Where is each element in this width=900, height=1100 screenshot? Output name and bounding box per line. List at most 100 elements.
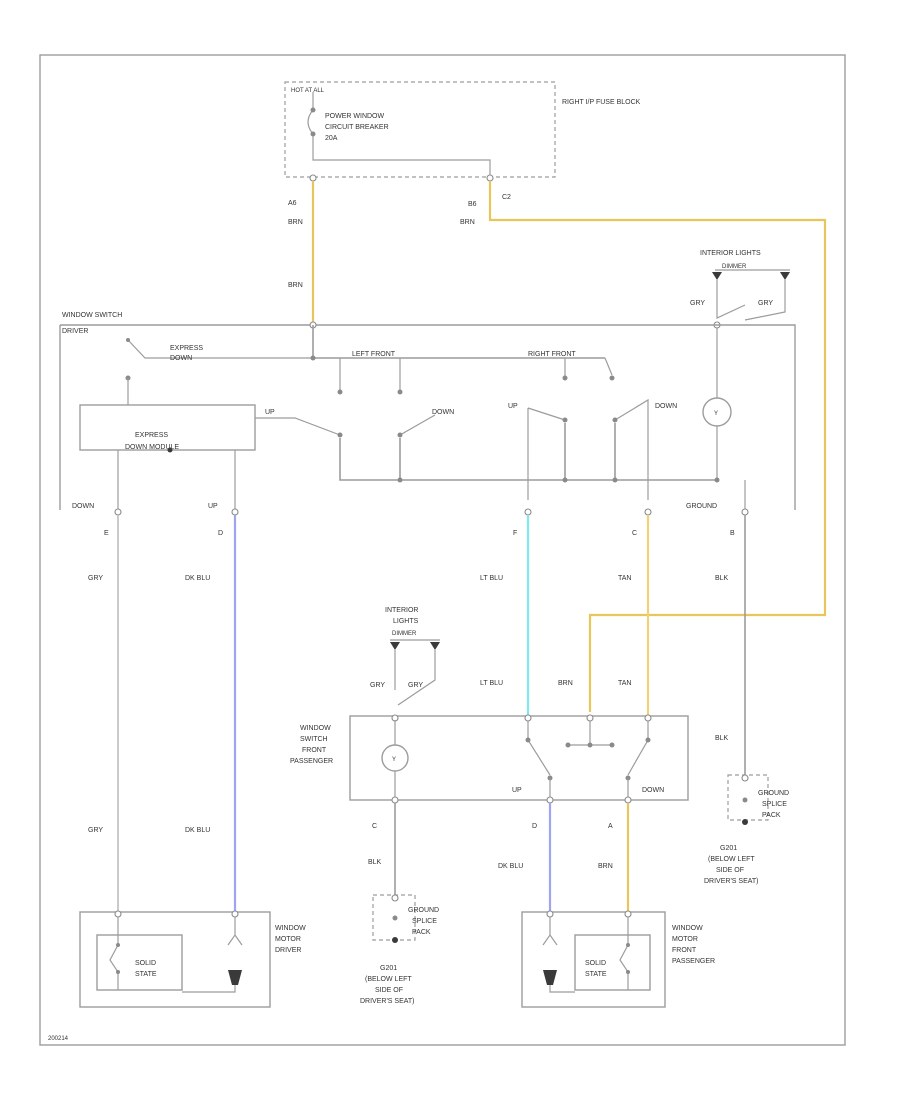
ground-splice-2: SPLICE (412, 918, 437, 925)
lt-blu-label-2: LT BLU (480, 680, 503, 687)
up-label-1: UP (265, 409, 275, 416)
g201-b3: SIDE OF (716, 867, 744, 874)
solid-state-driver (96, 934, 183, 991)
brn-label-1: BRN (288, 219, 303, 226)
pin-b: B (730, 530, 735, 537)
outer-frame (39, 54, 846, 1046)
express-module-label-1: EXPRESS (135, 432, 168, 439)
lt-blu-label-1: LT BLU (480, 575, 503, 582)
g201-b2: (BELOW LEFT (708, 856, 755, 863)
gry-label-a: GRY (690, 300, 705, 307)
gry-label-b: GRY (758, 300, 773, 307)
pass-switch-4: PASSENGER (290, 758, 333, 765)
down-e-label: DOWN (72, 503, 94, 510)
motor-driver-3: DRIVER (275, 947, 301, 954)
g201-a: G201 (380, 965, 397, 972)
ground-splice-pack-right (727, 774, 769, 821)
fuse-block-label: RIGHT I/P FUSE BLOCK (562, 99, 641, 106)
ground-b-label: GROUND (686, 503, 717, 510)
ground-splice-1: GROUND (408, 907, 439, 914)
g201-b: G201 (720, 845, 737, 852)
pass-switch-2: SWITCH (300, 736, 328, 743)
pin-c-low: C (372, 823, 377, 830)
ground-splice-b3: PACK (762, 812, 781, 819)
gry-label-2: GRY (88, 827, 103, 834)
circuit-breaker-symbol (307, 92, 314, 150)
dk-blu-label-1: DK BLU (185, 575, 210, 582)
window-motor-passenger (521, 911, 666, 1008)
g201-b4: DRIVER'S SEAT) (704, 878, 759, 885)
down-label-1: DOWN (432, 409, 454, 416)
pin-c: C (632, 530, 637, 537)
pin-d-low: D (532, 823, 537, 830)
interior-lights-mid-1: INTERIOR (385, 607, 418, 614)
motor-pass-3: FRONT (672, 947, 697, 954)
solid-state-2: STATE (135, 971, 157, 978)
dk-blu-label-3: DK BLU (498, 863, 523, 870)
pass-switch-3: FRONT (302, 747, 327, 754)
ground-splice-b1: GROUND (758, 790, 789, 797)
up-label-2: UP (508, 403, 518, 410)
window-motor-driver (79, 911, 271, 1008)
tan-label-2: TAN (618, 680, 631, 687)
brn-wire-b6 (488, 181, 827, 712)
interior-lights-top-label: INTERIOR LIGHTS (700, 250, 761, 257)
up-label-3: UP (512, 787, 522, 794)
pin-c2: C2 (502, 194, 511, 201)
motor-driver-1: WINDOW (275, 925, 306, 932)
breaker-label-2: CIRCUIT BREAKER (325, 124, 389, 131)
dk-blu-label-2: DK BLU (185, 827, 210, 834)
interior-lights-mid-2: LIGHTS (393, 618, 419, 625)
pin-d: D (218, 530, 223, 537)
brn-label-3: BRN (460, 219, 475, 226)
g201-a4: DRIVER'S SEAT) (360, 998, 415, 1005)
brn-label-4: BRN (558, 680, 573, 687)
svg-text:Y: Y (714, 411, 718, 417)
down-label-2: DOWN (655, 403, 677, 410)
ground-splice-b2: SPLICE (762, 801, 787, 808)
breaker-label-1: POWER WINDOW (325, 113, 384, 120)
gry-label-1: GRY (88, 575, 103, 582)
pin-e: E (104, 530, 109, 537)
g201-a2: (BELOW LEFT (365, 976, 412, 983)
blk-label-1: BLK (715, 575, 729, 582)
pass-switch-1: WINDOW (300, 725, 331, 732)
express-down-label-1: EXPRESS (170, 345, 203, 352)
express-down-label-2: DOWN (170, 355, 192, 362)
switch-driver-label-2: DRIVER (62, 328, 88, 335)
svg-text:Y: Y (392, 757, 396, 763)
left-front-label: LEFT FRONT (352, 351, 396, 358)
gry-label-d: GRY (408, 682, 423, 689)
pin-a6: A6 (288, 200, 297, 207)
motor-pass-2: MOTOR (672, 936, 698, 943)
solid-state-4: STATE (585, 971, 607, 978)
motor-pass-4: PASSENGER (672, 958, 715, 965)
blk-label-2: BLK (715, 735, 729, 742)
fuse-block-outline (284, 81, 556, 178)
switch-driver-label-1: WINDOW SWITCH (62, 312, 122, 319)
motor-pass-1: WINDOW (672, 925, 703, 932)
right-front-label: RIGHT FRONT (528, 351, 576, 358)
pin-f: F (513, 530, 517, 537)
driver-switch-outline (60, 324, 796, 510)
passenger-switch-box (349, 715, 689, 801)
corner-id: 200214 (48, 1036, 69, 1042)
interior-lights-top-sub: DIMMER (722, 264, 747, 270)
solid-state-3: SOLID (585, 960, 606, 967)
brn-label-5: BRN (598, 863, 613, 870)
breaker-label-3: 20A (325, 135, 338, 142)
blk-label-3: BLK (368, 859, 382, 866)
ground-splice-3: PACK (412, 929, 431, 936)
down-label-3: DOWN (642, 787, 664, 794)
solid-state-passenger (574, 934, 651, 991)
motor-driver-2: MOTOR (275, 936, 301, 943)
up-d-label: UP (208, 503, 218, 510)
hot-at-all-times-label: HOT AT ALL (291, 88, 325, 94)
tan-label-1: TAN (618, 575, 631, 582)
solid-state-1: SOLID (135, 960, 156, 967)
express-module-label-2: DOWN MODULE (125, 444, 179, 451)
interior-lights-mid-3: DIMMER (392, 631, 417, 637)
gry-label-c: GRY (370, 682, 385, 689)
pin-a-low: A (608, 823, 613, 830)
